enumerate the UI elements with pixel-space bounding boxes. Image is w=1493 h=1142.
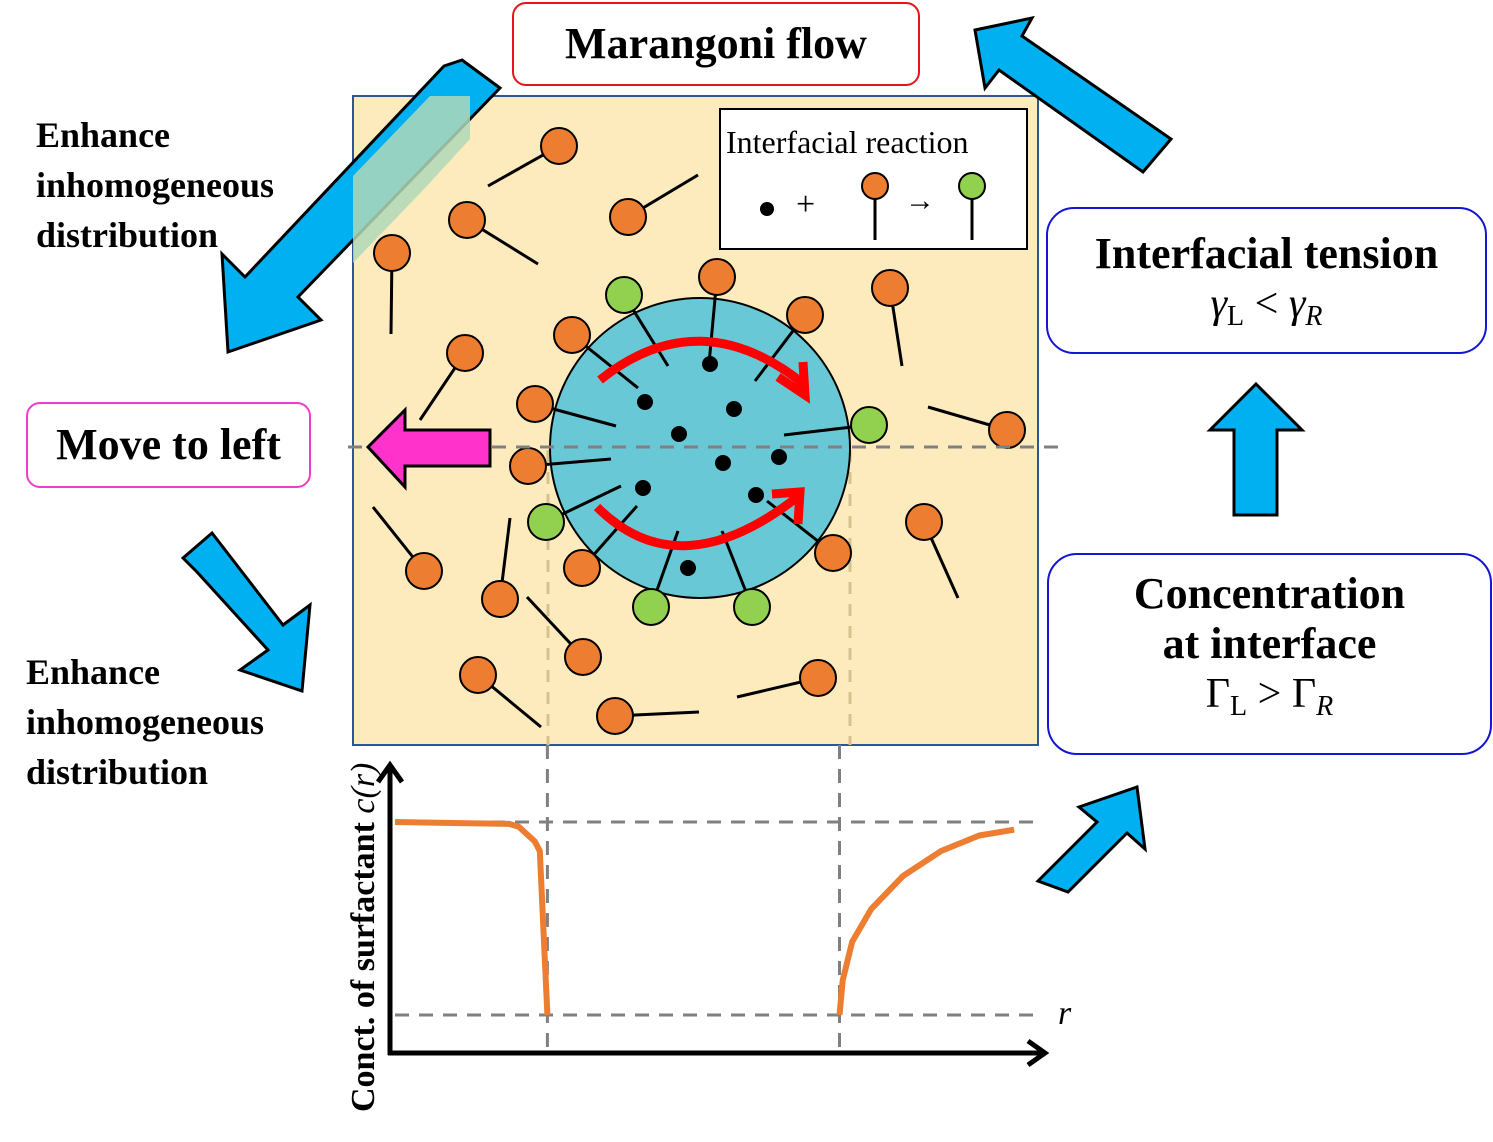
conc-lhs-sub: L [1230, 691, 1248, 722]
reactant-dot-icon [771, 449, 787, 465]
chart-x-axis-arrowhead [1026, 1038, 1050, 1068]
arrow-concentration-to-tension [1206, 381, 1306, 517]
surfactant-orange-icon [905, 503, 943, 541]
chart-series-line-1 [394, 819, 551, 1016]
adsorbed-surfactants [509, 258, 888, 626]
tension-relation: γL < γR [1048, 279, 1485, 342]
bottom-note-line-1: Enhance [26, 652, 161, 692]
bottom-note-line-3: distribution [26, 752, 209, 792]
chart-y-axis-label: Conct. of surfactant c(r) [345, 763, 383, 1112]
move-left-arrow [365, 406, 492, 491]
bottom-note-line-2: inhomogeneous [26, 702, 265, 742]
legend-dot-icon [760, 202, 774, 216]
surfactant-orange-icon [563, 549, 601, 587]
surfactant-orange-icon [799, 659, 837, 697]
surfactant-orange-icon [698, 258, 736, 296]
surfactant-green-icon [733, 588, 771, 626]
surfactant-orange-icon [609, 198, 647, 236]
reactant-dot-icon [726, 401, 742, 417]
surfactant-green-icon [605, 276, 643, 314]
legend-orange-surfactant-icon [861, 172, 889, 200]
move-left-label: Move to left [56, 420, 281, 469]
arrow-tension-to-marangoni [973, 15, 1174, 175]
surfactant-orange-icon [448, 201, 486, 239]
top-note-line-2: inhomogeneous [36, 165, 275, 205]
reactant-dots [635, 356, 787, 576]
chart-x-axis-label: r [1058, 995, 1072, 1032]
surfactant-orange-icon [596, 697, 634, 735]
y-label-text: Conct. of surfactant [345, 813, 382, 1112]
conc-rhs-sub: R [1316, 691, 1334, 722]
arrow-overlap-tint [353, 96, 470, 263]
surfactant-orange-icon [564, 638, 602, 676]
concentration-relation: ΓL > ΓR [1049, 669, 1490, 732]
top-note-line-1: Enhance [36, 115, 171, 155]
surfactant-orange-icon [373, 234, 411, 272]
tension-operator: < [1254, 281, 1279, 327]
flow-arrow-top [597, 336, 808, 389]
concentration-chart [375, 745, 1050, 1068]
interfacial-tension-box: Interfacial tension γL < γR [1046, 207, 1487, 354]
reactant-dot-icon [715, 455, 731, 471]
tension-lhs-sub: L [1227, 301, 1245, 332]
top-enhance-note: Enhance inhomogeneous distribution [36, 110, 274, 260]
surfactant-orange-icon [509, 447, 547, 485]
legend-title: Interfacial reaction [726, 124, 969, 160]
flow-arrow-top-head [775, 361, 811, 404]
surfactant-orange-icon [553, 316, 591, 354]
surfactant-orange-icon [786, 296, 824, 334]
surfactant-orange-icon [459, 656, 497, 694]
surfactant-green-icon [632, 588, 670, 626]
surfactant-orange-icon [481, 580, 519, 618]
tension-rhs: γ [1288, 281, 1306, 327]
reactant-dot-icon [637, 394, 653, 410]
chart-y-axis-arrowhead [375, 760, 405, 784]
concentration-box: Concentration at interface ΓL > ΓR [1047, 553, 1492, 755]
conc-rhs: Γ [1291, 671, 1317, 717]
interfacial-tension-title: Interfacial tension [1094, 229, 1439, 278]
surfactant-green-icon [850, 406, 888, 444]
concentration-title-line-1: Concentration [1133, 569, 1406, 618]
surfactant-orange-icon [516, 385, 554, 423]
surfactant-orange-icon [540, 127, 578, 165]
marangoni-flow-label: Marangoni flow [565, 19, 867, 68]
arrow-move-to-concentration [180, 530, 312, 694]
y-label-math: c(r) [345, 762, 382, 814]
surfactant-orange-icon [446, 334, 484, 372]
reactant-dot-icon [635, 480, 651, 496]
tension-rhs-sub: R [1305, 301, 1323, 332]
surfactant-orange-icon [988, 411, 1026, 449]
conc-lhs: Γ [1205, 671, 1231, 717]
conc-operator: > [1257, 671, 1282, 717]
reactant-dot-icon [680, 560, 696, 576]
concentration-title-line-2: at interface [1162, 619, 1377, 668]
legend-reaction-arrow: → [905, 184, 935, 217]
surfactant-green-icon [527, 503, 565, 541]
chart-series-line-2 [836, 826, 1015, 1016]
free-surfactants [371, 127, 1026, 735]
surfactant-orange-icon [871, 269, 909, 307]
surfactant-orange-icon [814, 534, 852, 572]
top-note-line-3: distribution [36, 215, 219, 255]
bottom-enhance-note: Enhance inhomogeneous distribution [26, 647, 264, 797]
arrow-chart-to-concentration [1035, 784, 1148, 894]
reactant-dot-icon [702, 356, 718, 372]
tension-lhs: γ [1210, 281, 1228, 327]
surfactant-orange-icon [405, 552, 443, 590]
marangoni-flow-box: Marangoni flow [512, 2, 920, 86]
move-left-box: Move to left [26, 402, 311, 488]
flow-arrow-bottom-head [771, 487, 805, 525]
reactant-dot-icon [671, 426, 687, 442]
flow-arrow-bottom [593, 491, 803, 551]
legend-plus: + [796, 186, 816, 223]
legend-green-surfactant-icon [958, 172, 986, 200]
reactant-dot-icon [748, 487, 764, 503]
